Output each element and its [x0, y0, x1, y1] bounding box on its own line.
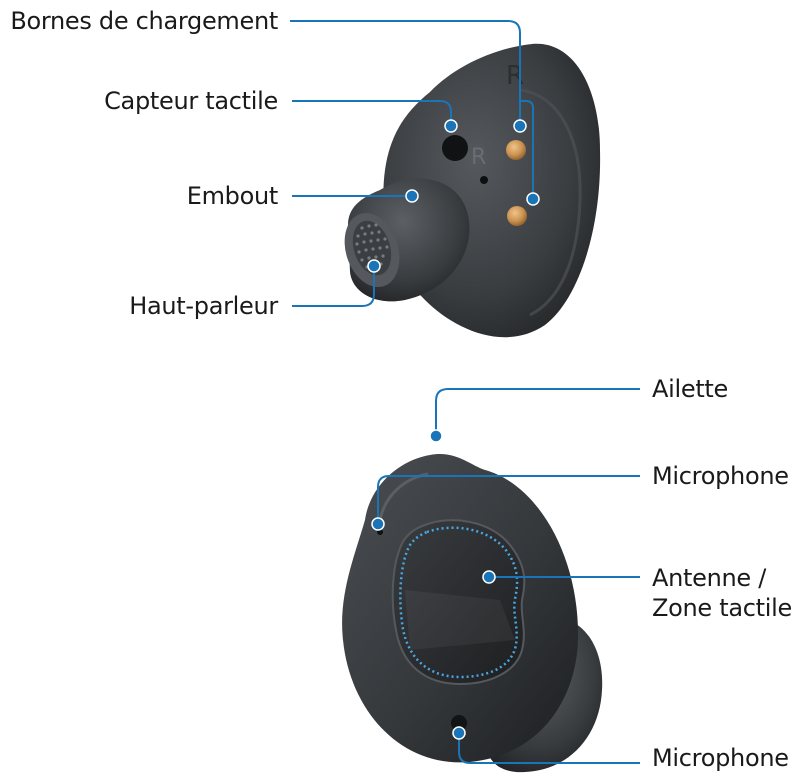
charging-terminal-top	[506, 140, 526, 160]
dot-speaker	[367, 259, 381, 273]
label-charging-terminals: Bornes de chargement	[10, 7, 278, 35]
callout-mic-top	[377, 475, 640, 522]
charging-terminal-bottom	[507, 206, 527, 226]
front-view-earbud	[342, 453, 603, 773]
small-vent-hole	[480, 176, 488, 184]
label-speaker: Haut-parleur	[129, 292, 278, 320]
dot-touch-sensor	[444, 119, 458, 133]
mic-hole-bottom	[451, 715, 467, 731]
dot-charging-top	[513, 119, 527, 133]
dot-ear-tip	[405, 189, 419, 203]
callouts	[290, 20, 640, 764]
label-antenna-line1: Antenne /	[652, 564, 767, 592]
callout-touch-sensor	[292, 100, 452, 124]
callout-speaker	[292, 268, 375, 307]
side-view-earbud: R R	[344, 43, 601, 338]
panel-reflection	[405, 590, 515, 650]
side-shell-rim	[519, 88, 582, 317]
shell-mark-r: R	[506, 61, 524, 91]
label-antenna-line2: Zone tactile	[652, 594, 792, 622]
dot-charging-bottom	[526, 192, 540, 206]
dot-antenna	[482, 570, 496, 584]
touch-panel	[391, 519, 526, 686]
sensor-mark-r: R	[471, 145, 486, 170]
dot-mic-top	[371, 517, 385, 531]
label-wing-tip: Ailette	[652, 375, 729, 403]
dot-mic-bottom	[452, 726, 466, 740]
label-microphone-bottom: Microphone	[652, 744, 789, 772]
touch-sensor-hole	[442, 135, 468, 161]
label-ear-tip: Embout	[186, 182, 279, 210]
callout-charging-top	[290, 20, 521, 124]
dot-wing-tip	[429, 429, 443, 443]
label-touch-sensor: Capteur tactile	[104, 87, 278, 115]
callout-charging-bottom	[520, 100, 534, 196]
label-microphone-top: Microphone	[652, 462, 789, 490]
callout-dots	[367, 119, 540, 740]
callout-wing-tip	[435, 388, 640, 434]
callout-mic-bottom	[458, 733, 640, 764]
